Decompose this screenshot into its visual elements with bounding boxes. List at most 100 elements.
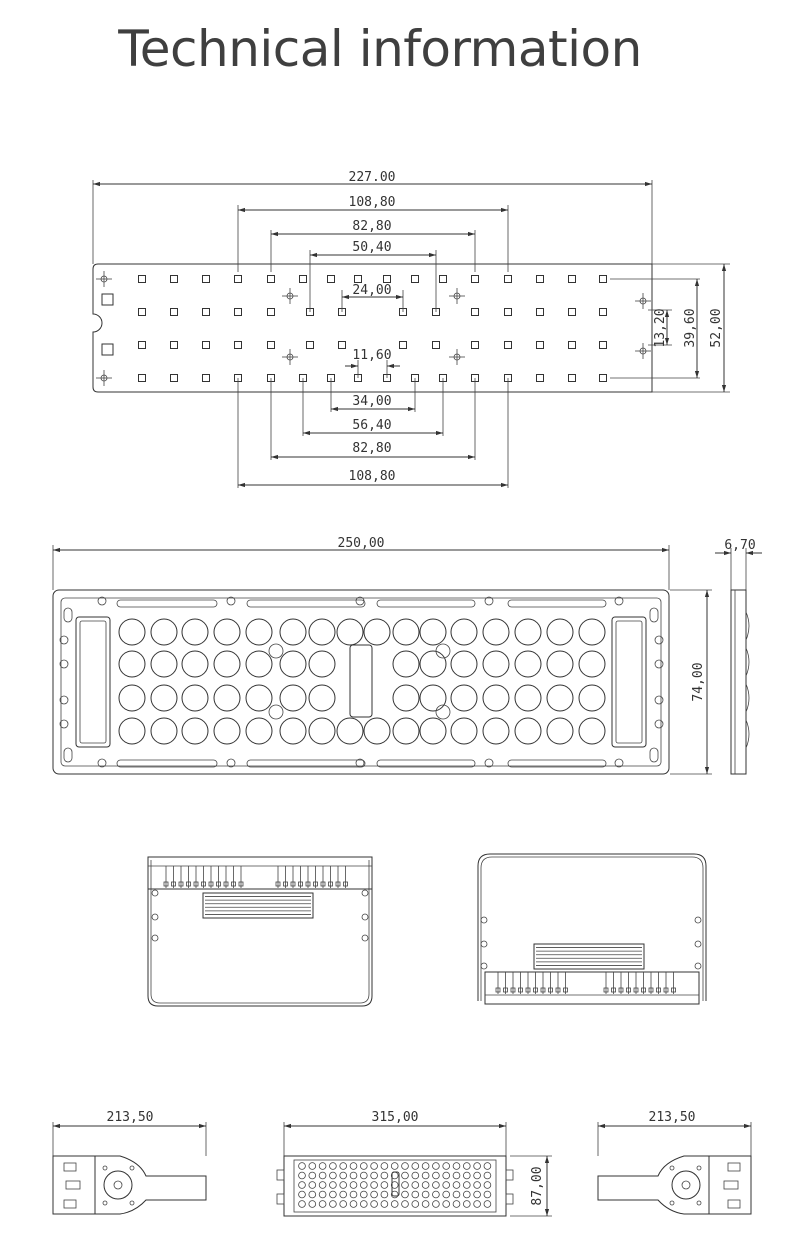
terminal-pins [495,972,676,994]
mini-lens [462,1171,471,1180]
dim-50: 50,40 [352,240,391,255]
mini-lens [349,1181,358,1189]
pin-tip [305,881,311,887]
lens [308,650,336,678]
lens [450,618,478,646]
led-pad [599,341,607,349]
pin-tip [186,881,191,887]
lens [118,717,146,745]
pin-tip [208,881,214,887]
led-pad [536,275,544,283]
lens [181,684,209,712]
mini-lens [339,1190,348,1199]
mini-lens [349,1190,358,1199]
mini-lens [401,1200,409,1208]
led-pad [202,374,210,382]
pin-tip [283,881,288,887]
led-pad [354,275,362,283]
lens [245,618,273,646]
slot [246,759,366,768]
screw-boss [435,643,451,659]
dim-34: 34,00 [352,394,391,409]
mini-lens [442,1171,451,1180]
led-pad [267,275,275,283]
mini-lens [359,1181,368,1189]
mini-lens-array [298,1162,492,1208]
mini-lens [452,1162,461,1170]
lens [392,650,420,678]
pin-tip [510,987,516,993]
lens [245,650,273,678]
led-pad [170,374,178,382]
mini-lens [411,1181,420,1189]
pin-tip [328,881,333,887]
lens [308,717,336,745]
pin-tip [275,881,281,887]
lens [150,717,178,745]
led-pad [432,341,440,349]
mini-lens [411,1171,420,1180]
dim-52: 52,00 [709,308,724,347]
screw-hole [654,695,664,705]
dim-250: 250,00 [338,536,385,551]
screw-hole [614,596,624,606]
led-pad [383,275,391,283]
slot [507,599,607,608]
mini-lens [298,1200,306,1208]
mini-lens [370,1181,378,1189]
lens [213,650,241,678]
led-pad [568,341,576,349]
lens [245,717,273,745]
mini-lens [442,1190,451,1199]
mini-lens [462,1162,471,1170]
lens [482,650,510,678]
lens [419,650,447,678]
mini-lens [421,1162,430,1170]
dim-82-top: 82,80 [352,219,391,234]
led-pad [202,308,210,316]
pin-tip [193,881,199,887]
mini-lens [298,1181,306,1189]
mini-lens [318,1200,327,1208]
pin-tip [656,987,661,993]
lens [308,684,336,712]
lens [279,650,307,678]
lens [419,717,447,745]
mini-lens [432,1181,440,1189]
lens [392,618,420,646]
lens [514,717,542,745]
led-pad [504,341,512,349]
mini-lens [432,1200,440,1208]
pin-tip [648,987,654,993]
mini-lens [483,1162,492,1170]
lens [245,684,273,712]
dim-39: 39,60 [683,308,698,347]
lens [279,684,307,712]
mini-lens [339,1200,348,1208]
mini-lens [483,1181,492,1189]
pin-tip [231,881,236,887]
mini-lens [473,1171,481,1180]
led-pad [138,308,146,316]
slot [649,607,659,623]
slot [116,759,218,768]
pin-tip [618,987,624,993]
mini-lens [401,1162,409,1170]
pin-tip [343,881,348,887]
mini-lens [339,1171,348,1180]
lens [578,684,606,712]
mini-lens [473,1162,481,1170]
slot [507,759,607,768]
pin-tip [525,987,531,993]
pin-tip [298,881,303,887]
mini-lens [298,1190,306,1199]
screw-hole [226,758,236,768]
screw-hole [654,635,664,645]
pin-tip [641,987,646,993]
mini-lens [380,1162,389,1170]
dim-6-70: 6,70 [724,538,755,553]
mini-lens [339,1181,348,1189]
led-pad [327,275,335,283]
mini-lens [442,1181,451,1189]
